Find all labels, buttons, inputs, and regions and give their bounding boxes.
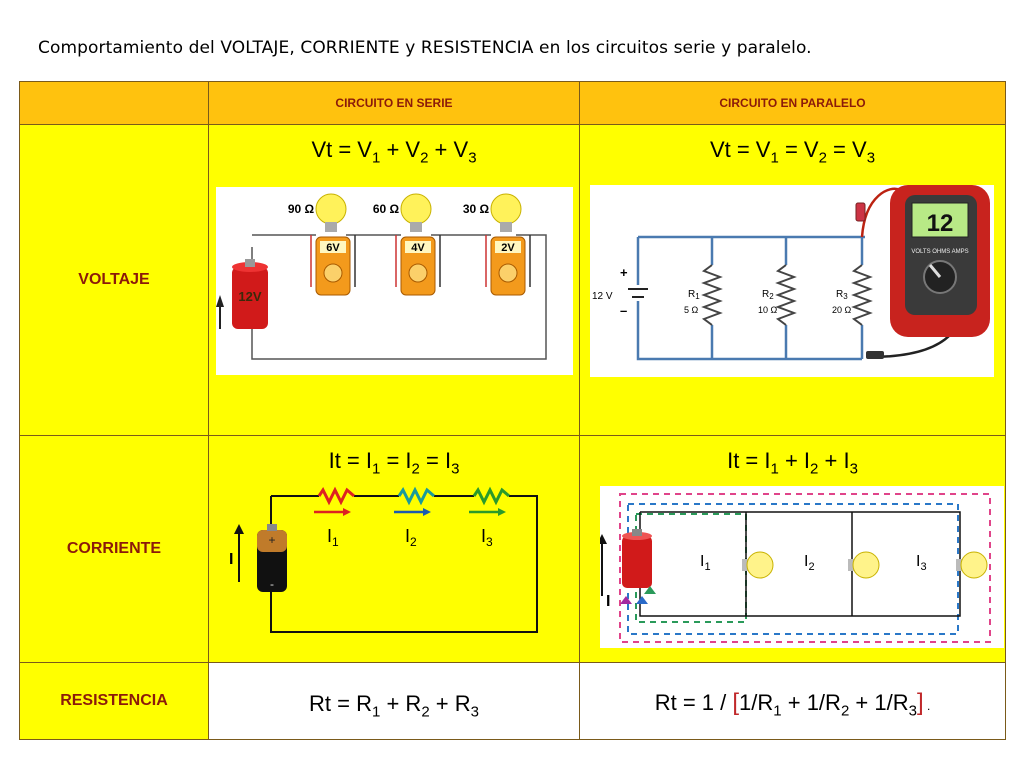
header-row: CIRCUITO EN SERIE CIRCUITO EN PARALELO [19,81,1006,125]
bulb-3 [490,193,522,232]
cell-corriente-paralelo: It = I1 + I2 + I3 I [579,435,1006,663]
parallel-current-diagram: I I1 I2 I3 [597,486,1004,648]
svg-text:12 V: 12 V [592,291,613,302]
page-title: Comportamiento del VOLTAJE, CORRIENTE y … [38,38,812,58]
comparison-table: CIRCUITO EN SERIE CIRCUITO EN PARALELO V… [19,81,1006,740]
voltmeter-reading-3: 2V [501,242,515,254]
cell-voltaje-serie: Vt = V1 + V2 + V3 12V [208,124,580,436]
svg-text:12V: 12V [238,289,261,304]
series-current-diagram: I1 I2 I3 + - I [229,486,538,633]
formula-resistencia-paralelo: Rt = 1 / [1/R1 + 1/R2 + 1/R3] . [654,689,931,720]
bulb-1 [315,193,347,232]
resistor-label-1: R1 [688,289,700,301]
resistor-label-3: R3 [836,289,848,301]
col-header-paralelo: CIRCUITO EN PARALELO [579,81,1006,125]
svg-text:VOLTS OHMS AMPS: VOLTS OHMS AMPS [911,249,968,255]
row-label-resistencia: RESISTENCIA [19,662,209,740]
series-current-label-2: I2 [405,526,417,549]
row-voltaje: VOLTAJE Vt = V1 + V2 + V3 12V [19,124,1006,436]
formula-corriente-serie: It = I1 = I2 = I3 [328,448,460,478]
resistance-label-1: 90 Ω [288,202,315,216]
resistor-value-1: 5 Ω [684,305,699,315]
cell-resistencia-serie: Rt = R1 + R2 + R3 [208,662,580,740]
series-voltage-diagram: 12V 90 Ω 6V 60 Ω 4V 30 Ω 2V [216,187,573,375]
voltmeter-reading-2: 4V [411,242,425,254]
formula-corriente-paralelo: It = I1 + I2 + I3 [727,448,858,478]
cell-voltaje-paralelo: Vt = V1 = V2 = V3 [579,124,1006,436]
row-label-corriente: CORRIENTE [19,435,209,663]
formula-resistencia-serie: Rt = R1 + R2 + R3 [309,691,479,721]
resistance-label-2: 60 Ω [373,202,400,216]
col-header-serie: CIRCUITO EN SERIE [208,81,580,125]
svg-text:+: + [620,265,628,280]
parallel-bulb-2 [848,551,880,579]
voltmeter-1: 6V [315,236,351,296]
voltmeter-reading-1: 6V [326,242,340,254]
svg-text:I: I [606,593,610,610]
bulb-2 [400,193,432,232]
svg-text:-: - [270,577,274,591]
battery-12v: 12V [232,259,268,329]
multimeter: 12 VOLTS OHMS AMPS [890,185,990,337]
cell-corriente-serie: It = I1 = I2 = I3 I1 I2 I3 [208,435,580,663]
voltmeter-3: 2V [490,236,526,296]
parallel-bulb-3 [956,551,988,579]
resistance-label-3: 30 Ω [463,202,490,216]
resistor-label-2: R2 [762,289,774,301]
parallel-current-label-2: I2 [804,553,815,573]
svg-text:I: I [229,551,233,568]
parallel-voltage-diagram: + – 12 V R1 5 Ω R2 10 Ω R3 20 Ω 12 [590,185,994,377]
formula-voltaje-paralelo: Vt = V1 = V2 = V3 [709,137,876,167]
voltmeter-2: 4V [400,236,436,296]
row-resistencia: RESISTENCIA Rt = R1 + R2 + R3 Rt = 1 / [… [19,662,1006,740]
series-current-label-1: I1 [327,526,339,549]
parallel-bulb-1 [742,551,774,579]
series-current-label-3: I3 [481,526,493,549]
corner-cell [19,81,209,125]
svg-text:+: + [268,533,275,547]
parallel-current-label-1: I1 [700,553,711,573]
resistor-value-2: 10 Ω [758,305,778,315]
parallel-current-label-3: I3 [916,553,927,573]
battery-series: + - [257,524,287,592]
svg-text:12: 12 [927,210,954,237]
resistor-value-3: 20 Ω [832,305,852,315]
cell-resistencia-paralelo: Rt = 1 / [1/R1 + 1/R2 + 1/R3] . [579,662,1006,740]
svg-text:–: – [620,303,627,318]
formula-voltaje-serie: Vt = V1 + V2 + V3 [311,137,477,167]
row-label-voltaje: VOLTAJE [19,124,209,436]
